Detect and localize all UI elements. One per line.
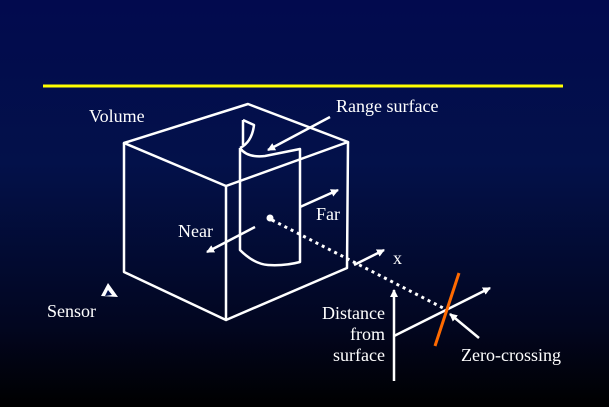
zero-crossing-arrow (449, 313, 480, 339)
range-surface-label: Range surface (336, 96, 439, 116)
far-arrow (299, 188, 339, 209)
range-surface-cylinder (238, 118, 302, 267)
far-label: Far (316, 204, 340, 224)
zero-crossing-label: Zero-crossing (461, 345, 561, 365)
volume-label: Volume (89, 106, 145, 126)
distance-plot-arrow (393, 286, 491, 338)
sensor-icon (101, 283, 118, 297)
near-arrow (206, 225, 256, 254)
volume-cube (122, 102, 350, 322)
ray-dotted (271, 218, 448, 312)
distance-label-line1: Distance (322, 303, 385, 323)
near-label: Near (178, 221, 213, 241)
sample-point (266, 214, 274, 222)
x-axis-label: x (393, 248, 402, 268)
distance-label-line2: from (350, 324, 385, 344)
distance-label-line3: surface (333, 345, 385, 365)
x-axis-arrow (353, 248, 385, 267)
sensor-label: Sensor (47, 301, 96, 321)
range-surface-arrow (267, 115, 331, 152)
zero-crossing-line (433, 272, 461, 347)
